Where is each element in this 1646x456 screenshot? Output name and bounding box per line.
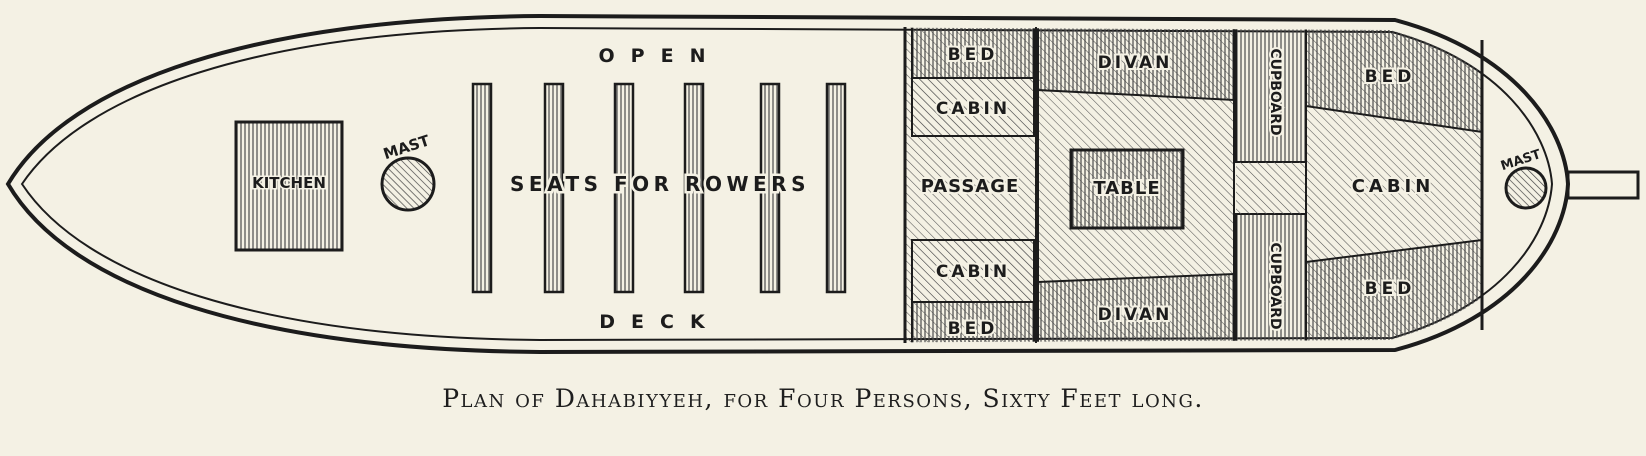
passage-label: PASSAGE [921,176,1020,197]
crossing-passage [1236,162,1306,214]
cupboard-top-label: CUPBOARD [1267,48,1283,135]
cabin-structure [905,26,1483,344]
divan-top [1037,26,1235,102]
open-deck-label-top: OPEN [599,45,722,67]
cupboard-bottom-label: CUPBOARD [1267,242,1283,329]
rower-seat-3 [613,82,635,294]
cabin-top-left [911,77,1035,137]
dahabiyyeh-plan: OPEN DECK KITCHEN MAST SEATS FOR ROWERS [5,13,1640,355]
bed-top-right-label: BED [1365,67,1416,87]
bed-bottom-right-label: BED [1365,279,1416,299]
rower-seat-6 [825,82,847,294]
hull-inner-outline [20,26,1554,342]
kitchen-block [234,120,344,252]
rower-seat-5 [759,82,781,294]
bed-bottom-left [911,301,1035,344]
seats-for-rowers-label: SEATS FOR ROWERS [510,172,810,196]
aft-cabin-label: CABIN [1352,176,1435,197]
front-mast [380,156,436,212]
rower-seat-2 [543,82,565,294]
cabin-bottom-left-label: CABIN [936,262,1010,282]
bed-top-left [911,26,1035,79]
table-label: TABLE [1093,178,1160,199]
table [1069,148,1185,230]
bed-bottom-right [1305,238,1483,344]
divan-top-label: DIVAN [1098,53,1173,73]
divan-bottom [1037,272,1235,344]
aft-mast [1504,166,1548,210]
kitchen-label: KITCHEN [252,174,326,192]
rudder [1566,170,1640,200]
rower-seat-1 [471,82,493,294]
cabin-top-left-label: CABIN [936,99,1010,119]
figure-caption: Plan of Dahabiyyeh, for Four Persons, Si… [442,384,1204,413]
bed-bottom-left-label: BED [948,319,999,339]
bed-top-left-label: BED [948,45,999,65]
rower-seat-4 [683,82,705,294]
cabin-bottom-left [911,239,1035,303]
divan-bottom-label: DIVAN [1098,305,1173,325]
open-deck-label-bottom: DECK [599,311,720,333]
